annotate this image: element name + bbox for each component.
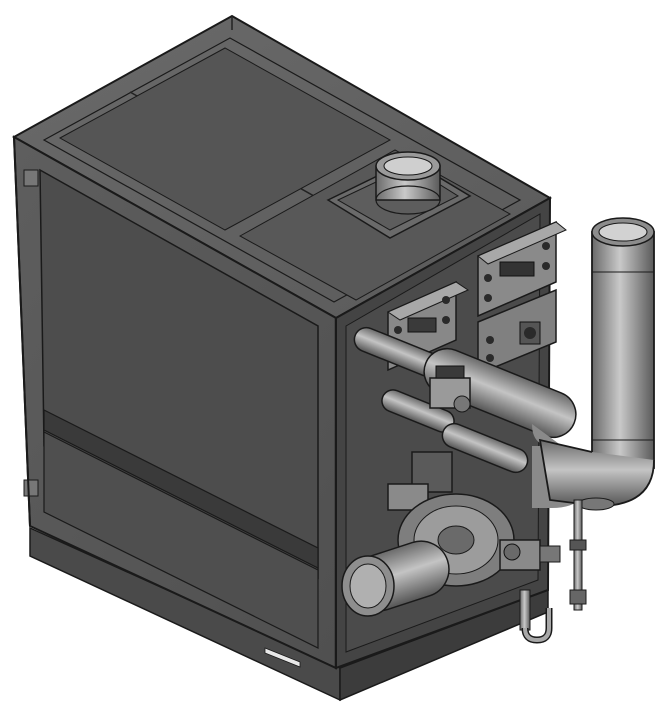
flue-collar bbox=[326, 151, 472, 239]
gas-valve-ball bbox=[429, 365, 471, 413]
blower-assembly bbox=[341, 493, 515, 617]
pressure-switch-assembly bbox=[499, 539, 561, 644]
junction-box-right bbox=[477, 220, 567, 318]
control-switch-box bbox=[477, 288, 557, 376]
cabinet-front-face bbox=[12, 135, 338, 670]
condensate-drain bbox=[569, 499, 587, 611]
exhaust-vent-pipe bbox=[532, 217, 655, 511]
gas-regulator bbox=[387, 451, 453, 511]
